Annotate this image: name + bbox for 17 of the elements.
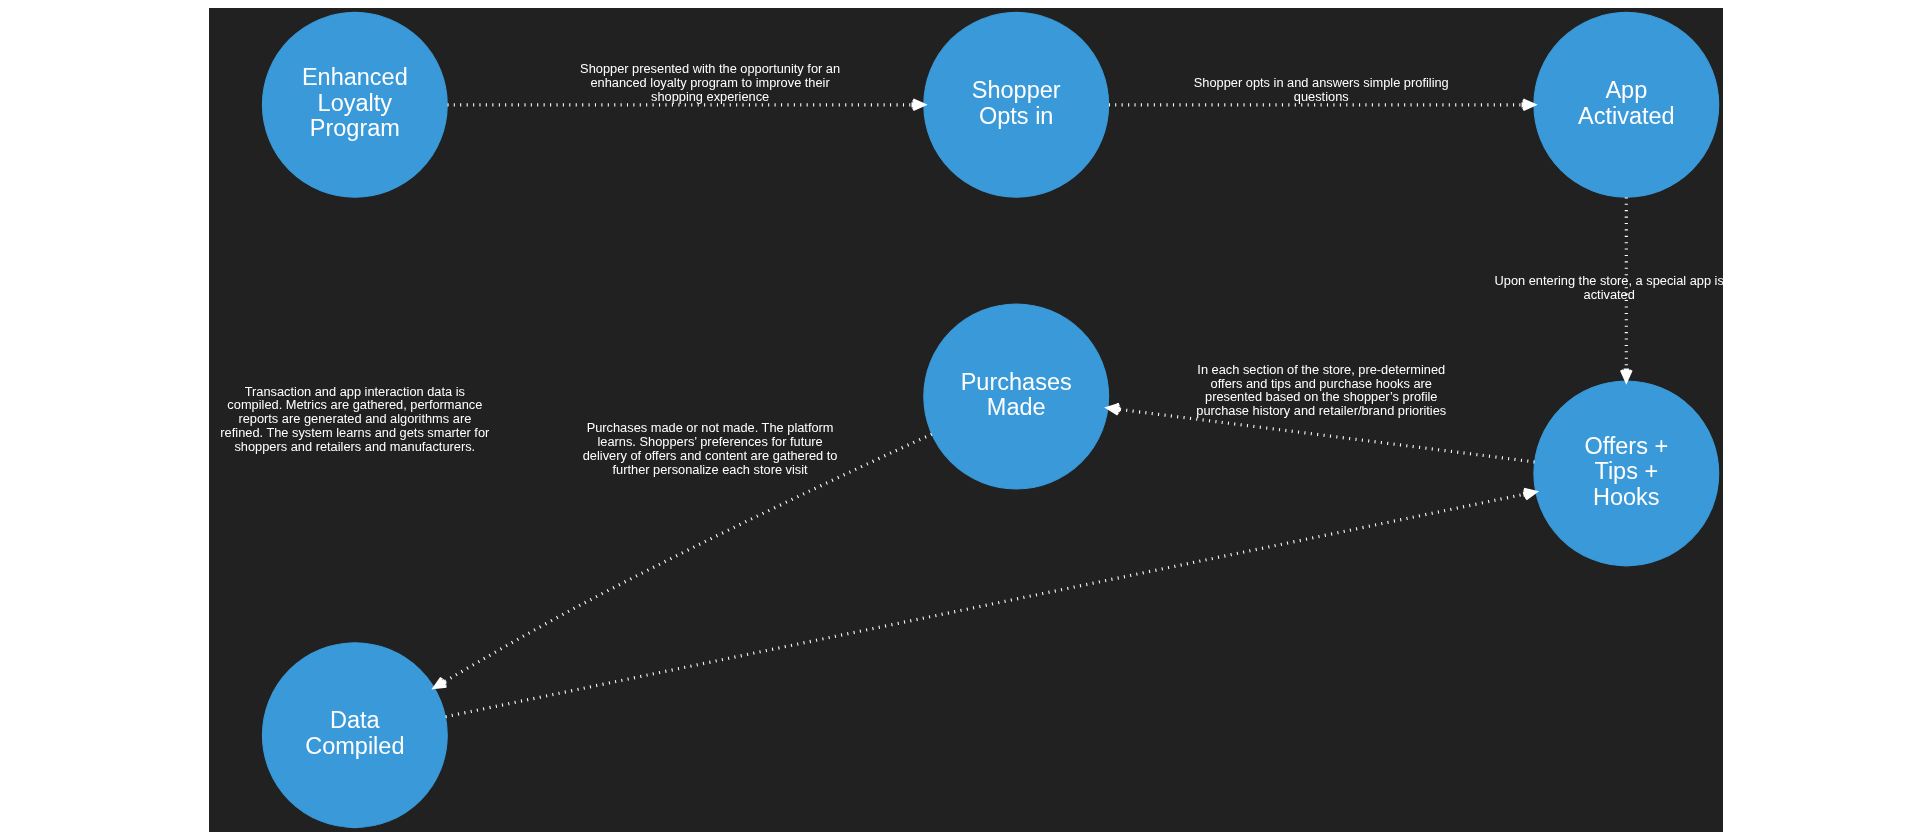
edge-label: Shopper presented with the opportunity for an enhanced loyalty program to improve their shopping experience — [580, 61, 841, 105]
edge-label: In each section of the store, pre-determined offers and tips and purchase hooks are presented based on the shopper’s profile purchase history and retailer/brand priorities — [1196, 361, 1447, 419]
node-circle: App Activated — [1533, 11, 1720, 198]
node-circle: Purchases Made — [923, 303, 1110, 490]
node-circle: Shopper Opts in — [923, 11, 1110, 198]
edge-label: Upon entering the store, a special app is activated — [1494, 273, 1724, 303]
edge-label: Shopper opts in and answers simple profiling questions — [1193, 75, 1449, 105]
node-circle: Offers + Tips + Hooks — [1533, 380, 1720, 567]
edge-label: Purchases made or not made. The platform learns. Shoppers’ preferences for future delivery of offers and content are gathered to further personalize each store visit — [582, 420, 838, 478]
label: Transaction and app interaction data is compiled. Metrics are gathered, performance reports are generated and algorithms are refined. The system learns and gets smarter for shoppers and retailers and manufacturers. — [220, 383, 490, 455]
arrow — [1108, 98, 1536, 112]
node-circle: Enhanced Loyalty Program — [261, 11, 448, 198]
arrow — [447, 98, 926, 112]
arrow — [433, 432, 933, 690]
arrow — [445, 487, 1537, 719]
arrow — [1106, 402, 1535, 464]
arrow — [1619, 197, 1633, 383]
